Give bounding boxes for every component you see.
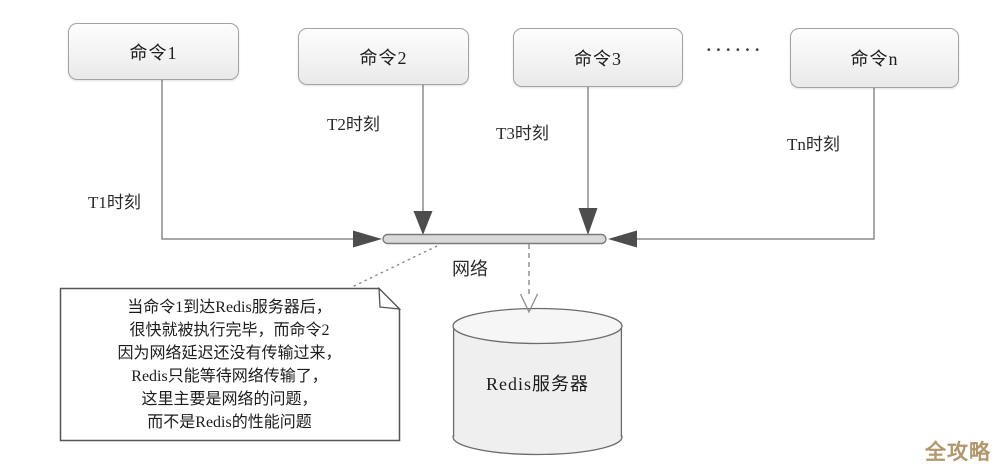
connector-cmd3 — [578, 86, 598, 235]
command-box-3: 命令3 — [513, 28, 683, 87]
note-line: Redis只能等待网络传输了， — [131, 368, 328, 385]
folded-corner-icon — [378, 286, 402, 310]
note-line: 很快就被执行完毕，而命令2 — [129, 322, 330, 339]
network-to-server-arrow — [519, 244, 539, 314]
time-label-t3: T3时刻 — [496, 124, 549, 143]
command-box-1: 命令1 — [68, 23, 239, 80]
arrow-down-icon — [578, 208, 598, 235]
network-label: 网络 — [452, 259, 488, 279]
redis-server-label: Redis服务器 — [485, 374, 589, 394]
note-line: 因为网络延迟还没有传输过来， — [117, 345, 342, 362]
time-label-t1: T1时刻 — [88, 193, 141, 212]
connector-cmd2 — [413, 83, 433, 235]
arrow-left-icon — [608, 230, 637, 248]
ellipsis-dots: ······ — [705, 40, 765, 59]
connector-cmdn — [608, 87, 875, 248]
command-box-n: 命令n — [790, 28, 959, 88]
redis-server-cylinder — [452, 307, 623, 456]
arrow-right-icon — [353, 230, 382, 248]
time-label-tn: Tn时刻 — [787, 135, 840, 154]
command-box-2: 命令2 — [298, 28, 469, 85]
note-connector — [351, 245, 438, 288]
open-arrowhead-icon — [519, 293, 539, 314]
network-bar — [382, 233, 607, 245]
note-line: 当命令1到达Redis服务器后， — [127, 299, 332, 316]
note-shape — [59, 286, 402, 442]
note-line: 而不是Redis的性能问题 — [147, 414, 312, 431]
note-annotation: 当命令1到达Redis服务器后， 很快就被执行完毕，而命令2 因为网络延迟还没有… — [62, 292, 397, 438]
arrow-down-icon — [413, 211, 433, 235]
watermark: 全攻略 — [925, 441, 991, 464]
time-label-t2: T2时刻 — [327, 115, 380, 134]
note-line: 这里主要是网络的问题， — [141, 391, 318, 408]
connector-cmd1 — [161, 78, 382, 248]
